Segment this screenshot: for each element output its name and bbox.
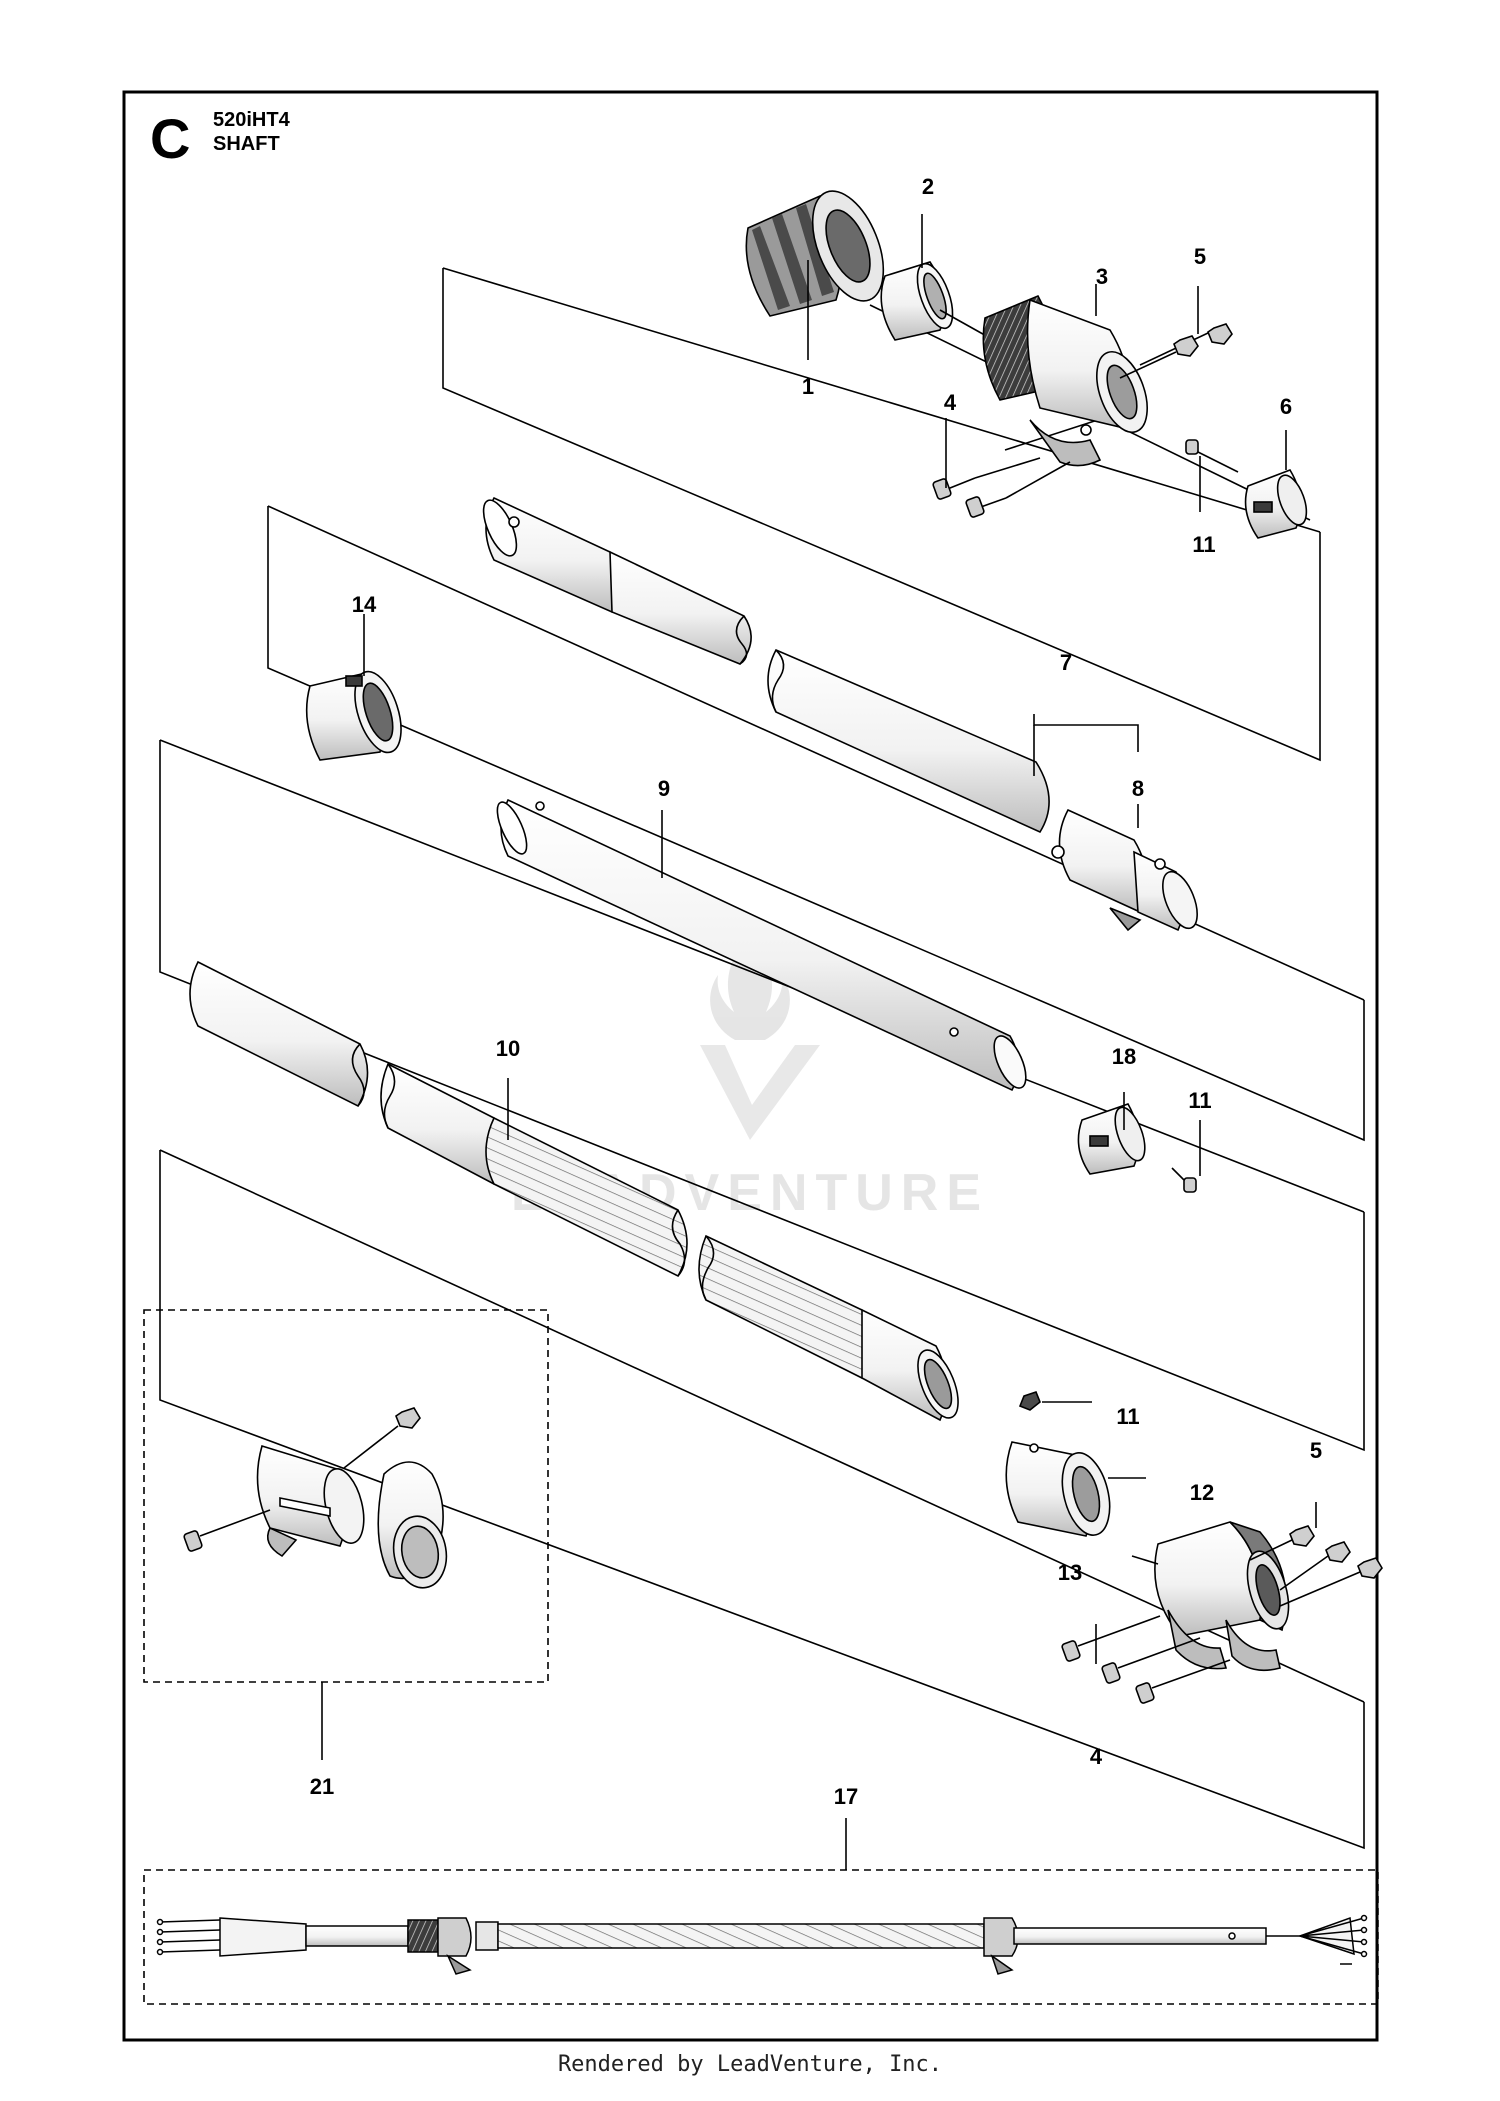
guide-lower-shaft	[159, 1150, 1365, 1850]
guide-upper-shaft	[442, 268, 1321, 762]
callout-11-upper: 11	[1192, 532, 1215, 557]
callout-11-lower: 11	[1116, 1404, 1139, 1429]
diagram-header: C 520iHT4 SHAFT	[150, 107, 291, 170]
callout-4-lower: 4	[1090, 1744, 1103, 1769]
part-21-kit	[183, 1407, 448, 1589]
callout-10: 10	[496, 1036, 520, 1061]
guide-grip-top	[159, 739, 1365, 1213]
guide-middle-shaft	[267, 506, 1365, 1142]
callout-7: 7	[1060, 650, 1072, 675]
part-5-nuts-upper	[1119, 323, 1233, 379]
part-14-ring	[305, 670, 402, 761]
part-13-lower-coupling	[1131, 1521, 1290, 1672]
part-4-bolts-lower	[1061, 1615, 1231, 1704]
axis-bolt-upper	[1004, 415, 1111, 451]
leader-lines	[321, 214, 1317, 1870]
guide-middle-top	[267, 505, 1365, 1001]
part-6-clamp	[1244, 469, 1308, 539]
model-number: 520iHT4	[213, 109, 291, 131]
diagram-subtitle: SHAFT	[213, 133, 280, 155]
callout-13: 13	[1058, 1560, 1082, 1585]
part-8-shaft-end	[1051, 808, 1198, 932]
callout-labels: 1 2 3 4 5 6 11 14 7 8 9 10 18 11 11 12 5…	[310, 174, 1322, 1809]
part-11-screw-upper	[1185, 439, 1239, 473]
callout-1: 1	[802, 374, 814, 399]
part-7-upper-shaft	[482, 496, 1050, 834]
callout-21: 21	[310, 1774, 334, 1799]
callout-3: 3	[1096, 264, 1108, 289]
callout-6: 6	[1280, 394, 1292, 419]
part-9-drive-shaft	[496, 798, 1027, 1092]
kit-box-21	[143, 1309, 549, 1683]
callout-5-lower: 5	[1310, 1438, 1322, 1463]
part-17-shaft-assembly	[156, 1914, 1368, 1975]
kit-box-17	[143, 1869, 1379, 2005]
callout-4-upper: 4	[944, 390, 957, 415]
guide-grip-shaft	[159, 740, 1365, 1452]
callout-18: 18	[1112, 1044, 1136, 1069]
render-credit: Rendered by LeadVenture, Inc.	[557, 2052, 943, 2077]
callout-14: 14	[352, 592, 377, 617]
part-3-coupling	[982, 294, 1148, 467]
axis-knob-sleeve	[939, 309, 991, 339]
callout-8: 8	[1132, 776, 1144, 801]
watermark-v-icon	[700, 1045, 820, 1140]
callout-2: 2	[922, 174, 934, 199]
callout-5-upper: 5	[1194, 244, 1206, 269]
guide-upper-top	[442, 267, 1321, 533]
callout-17: 17	[834, 1784, 858, 1809]
part-4-bolts-upper	[932, 457, 1071, 518]
part-18-clamp	[1077, 1103, 1146, 1175]
callout-12: 12	[1190, 1480, 1214, 1505]
section-letter: C	[150, 107, 190, 170]
callout-11-mid: 11	[1188, 1088, 1211, 1113]
part-10-grip-tube	[189, 960, 959, 1422]
part-5-nuts-lower	[1249, 1525, 1383, 1607]
part-11-screw-lower	[1018, 1391, 1092, 1411]
diagram-frame	[122, 90, 1379, 2042]
callout-9: 9	[658, 776, 670, 801]
part-11-screw-mid	[1171, 1167, 1197, 1193]
part-1-knob	[745, 190, 885, 317]
watermark-flame-icon	[710, 930, 790, 1040]
part-2-sleeve	[880, 261, 954, 341]
part-12-sleeve	[1005, 1441, 1146, 1537]
